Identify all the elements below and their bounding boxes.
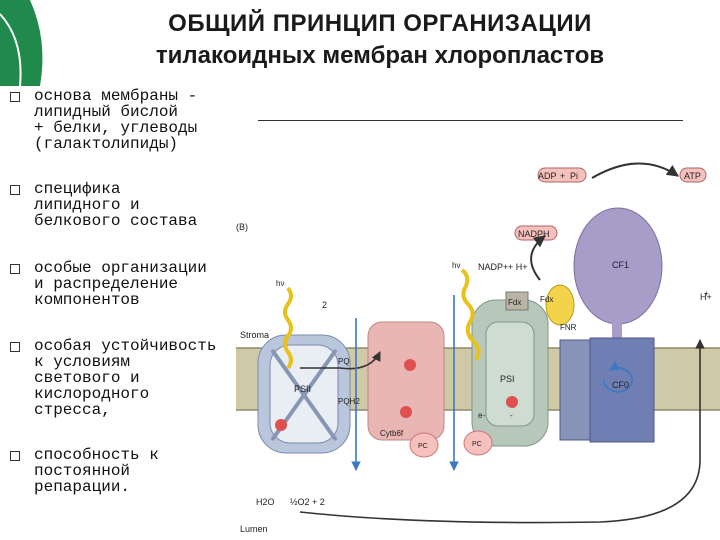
light-label: hν xyxy=(276,279,284,288)
bullet-text: основа мембраны - липидный бислой + белк… xyxy=(34,87,198,153)
slide-title: ОБЩИЙ ПРИНЦИП ОРГАНИЗАЦИИ xyxy=(168,10,592,37)
bullet-marker xyxy=(10,185,20,195)
plus-label: + xyxy=(560,171,565,181)
stroma-label: Stroma xyxy=(240,330,269,340)
bullet-marker xyxy=(10,92,20,102)
electron-path xyxy=(299,339,705,524)
adp-box xyxy=(537,167,587,183)
bullet-marker xyxy=(10,451,20,461)
atp-arrow xyxy=(591,162,679,179)
pq-label: PQ xyxy=(338,357,350,366)
pc-label: PC xyxy=(418,443,428,450)
psii-complex xyxy=(257,334,351,454)
pc-label: PC xyxy=(472,441,482,448)
atp-box xyxy=(679,167,707,183)
corner-decoration xyxy=(0,0,43,86)
cf0-label: CF0 xyxy=(612,380,629,390)
bullet-text: особая устойчивость к условиям светового… xyxy=(34,337,217,419)
header-rule xyxy=(258,120,683,121)
bullet-text: способность к постоянной репарации. xyxy=(34,446,159,496)
bullet-marker xyxy=(10,342,20,352)
light-wave-2 xyxy=(460,268,481,362)
nadp-label: NADP+ xyxy=(478,262,508,272)
fdx-box xyxy=(505,291,529,311)
pqh2-label: PQH2 xyxy=(338,397,360,406)
plus-label: + xyxy=(704,289,709,298)
bullet-text: особые организации и распределение компо… xyxy=(34,259,207,309)
cf0-rotation xyxy=(603,361,633,393)
oxygen-label: ½O2 + 2 xyxy=(290,497,325,507)
atp-synthase xyxy=(559,207,663,443)
nadph-arrow xyxy=(530,235,546,281)
bullet-marker xyxy=(10,264,20,274)
cytb6f-complex xyxy=(367,321,445,441)
fnr-label: FNR xyxy=(560,323,577,332)
atp-label: ATP xyxy=(684,171,701,181)
pi-label: Pi xyxy=(570,171,578,181)
adp-label: ADP xyxy=(538,171,557,181)
thylakoid-svg: ADP + Pi ATP NADPH NADP+ + H+ CF1 CF0 Fd… xyxy=(236,162,720,534)
light-label: hν xyxy=(452,261,460,270)
bullet-list: основа мембраны - липидный бислой + белк… xyxy=(0,0,250,540)
fdx-label: Fdx xyxy=(508,298,521,307)
proton-count-label: 2 xyxy=(322,300,327,310)
lumen-label: Lumen xyxy=(240,524,268,534)
minus-label: - xyxy=(510,411,513,420)
light-wave-1 xyxy=(283,286,293,370)
psi-complex xyxy=(471,299,549,447)
electron-label: e- xyxy=(478,411,485,420)
fnr-blob xyxy=(545,284,575,326)
water-label: H2O xyxy=(256,497,275,507)
psii-label: PSII xyxy=(294,384,311,394)
nadp-proton-label: + H+ xyxy=(508,262,528,272)
b-tag-label: (B) xyxy=(236,222,248,232)
slide-subtitle: тилакоидных мембран хлоропластов xyxy=(155,42,605,69)
stroma-pc-bubble xyxy=(463,430,493,456)
cytb6f-label: Cytb6f xyxy=(380,429,404,438)
cf1-label: CF1 xyxy=(612,260,629,270)
pq-arrow xyxy=(300,351,381,370)
nadph-label: NADPH xyxy=(518,229,550,239)
stroma-pc-bubble xyxy=(409,432,439,458)
thylakoid-diagram: ADP + Pi ATP NADPH NADP+ + H+ CF1 CF0 Fd… xyxy=(236,128,720,540)
proton-label: H+ xyxy=(700,292,712,302)
bullet-text: специфика липидного и белкового состава xyxy=(34,180,198,230)
fdx-reduced-label: Fdx xyxy=(540,295,553,304)
psi-label: PSI xyxy=(500,374,515,384)
